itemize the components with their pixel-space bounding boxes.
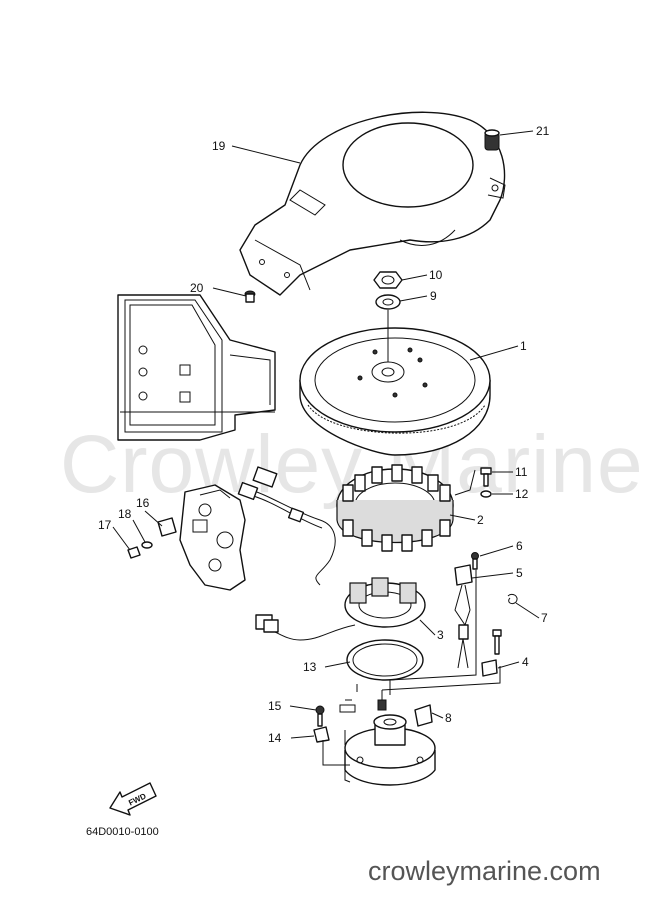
callout-10: 10 <box>429 268 443 282</box>
part-screw-17[interactable] <box>127 546 141 559</box>
part-bracket-4[interactable] <box>481 629 502 677</box>
part-plate-8[interactable] <box>414 704 433 727</box>
callout-1: 1 <box>520 339 527 353</box>
part-grommet[interactable] <box>484 129 500 151</box>
part-screw-6[interactable] <box>471 552 479 570</box>
part-stator-coil[interactable] <box>336 464 454 552</box>
callout-15: 15 <box>268 699 282 713</box>
callout-9: 9 <box>430 289 437 303</box>
callout-7: 7 <box>541 611 548 625</box>
diagram-code: 64D0010-0100 <box>86 826 159 838</box>
part-ring[interactable] <box>346 639 424 681</box>
callout-labels: 1 2 3 4 5 6 7 8 9 10 11 12 13 14 15 16 1… <box>98 124 550 745</box>
part-flywheel[interactable] <box>299 310 491 456</box>
callout-leaders <box>112 130 540 739</box>
callout-21: 21 <box>536 124 550 138</box>
callout-5: 5 <box>516 566 523 580</box>
callout-14: 14 <box>268 731 282 745</box>
callout-17: 17 <box>98 518 112 532</box>
base-bearing-housing <box>344 690 436 786</box>
callout-18: 18 <box>118 507 132 521</box>
callout-16: 16 <box>136 496 150 510</box>
callout-3: 3 <box>437 628 444 642</box>
part-screw-cover[interactable] <box>244 290 256 303</box>
assembly-guide-lines <box>322 469 501 766</box>
part-lead-assembly[interactable] <box>454 564 473 669</box>
callout-6: 6 <box>516 539 523 553</box>
callout-4: 4 <box>522 655 529 669</box>
part-washer-12[interactable] <box>480 490 492 498</box>
fwd-arrow-icon: FWD <box>109 782 157 816</box>
part-pulser-coil[interactable] <box>255 577 426 641</box>
part-bracket-14[interactable] <box>313 726 330 743</box>
callout-19: 19 <box>212 139 226 153</box>
callout-11: 11 <box>515 465 528 479</box>
part-small-bracket <box>339 684 358 713</box>
part-bolt-11[interactable] <box>480 467 492 487</box>
powerhead-block <box>117 294 276 441</box>
callout-20: 20 <box>190 281 204 295</box>
callout-8: 8 <box>445 711 452 725</box>
callout-2: 2 <box>477 513 484 527</box>
part-plate[interactable] <box>157 517 177 537</box>
part-washer-18[interactable] <box>141 541 153 549</box>
stator-wire-harness <box>237 466 336 586</box>
callout-12: 12 <box>515 487 529 501</box>
part-screw-15[interactable] <box>315 705 325 727</box>
part-nut[interactable] <box>373 271 403 289</box>
callout-13: 13 <box>303 660 317 674</box>
part-bracket-assembly[interactable] <box>179 484 246 591</box>
site-url: crowleymarine.com <box>368 856 601 886</box>
part-flywheel-cover[interactable] <box>239 111 506 296</box>
part-washer[interactable] <box>375 294 401 310</box>
part-clip[interactable] <box>507 593 518 605</box>
